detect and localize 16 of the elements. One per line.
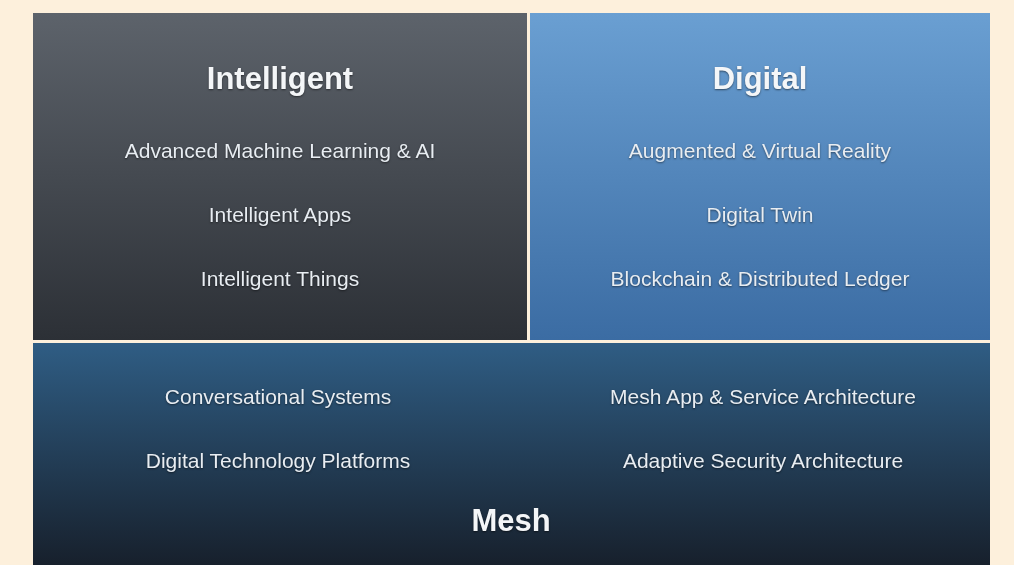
category-panel xyxy=(33,13,527,340)
technology-item: Intelligent Apps xyxy=(208,203,352,227)
panel-heading: Intelligent xyxy=(206,61,354,97)
technology-item: Blockchain & Distributed Ledger xyxy=(610,267,910,291)
technology-item: Mesh App & Service Architecture xyxy=(610,385,916,409)
panel-heading: Digital xyxy=(712,61,808,97)
technology-item: Augmented & Virtual Reality xyxy=(628,139,892,163)
technology-item: Adaptive Security Architecture xyxy=(622,449,904,473)
technology-item: Advanced Machine Learning & AI xyxy=(124,139,436,163)
panel-heading: Mesh xyxy=(471,503,551,539)
technology-item: Intelligent Things xyxy=(200,267,360,291)
technology-item: Digital Twin xyxy=(706,203,814,227)
technology-item: Conversational Systems xyxy=(164,385,392,409)
technology-item: Digital Technology Platforms xyxy=(145,449,411,473)
category-panel xyxy=(530,13,990,340)
category-panel xyxy=(33,343,990,565)
